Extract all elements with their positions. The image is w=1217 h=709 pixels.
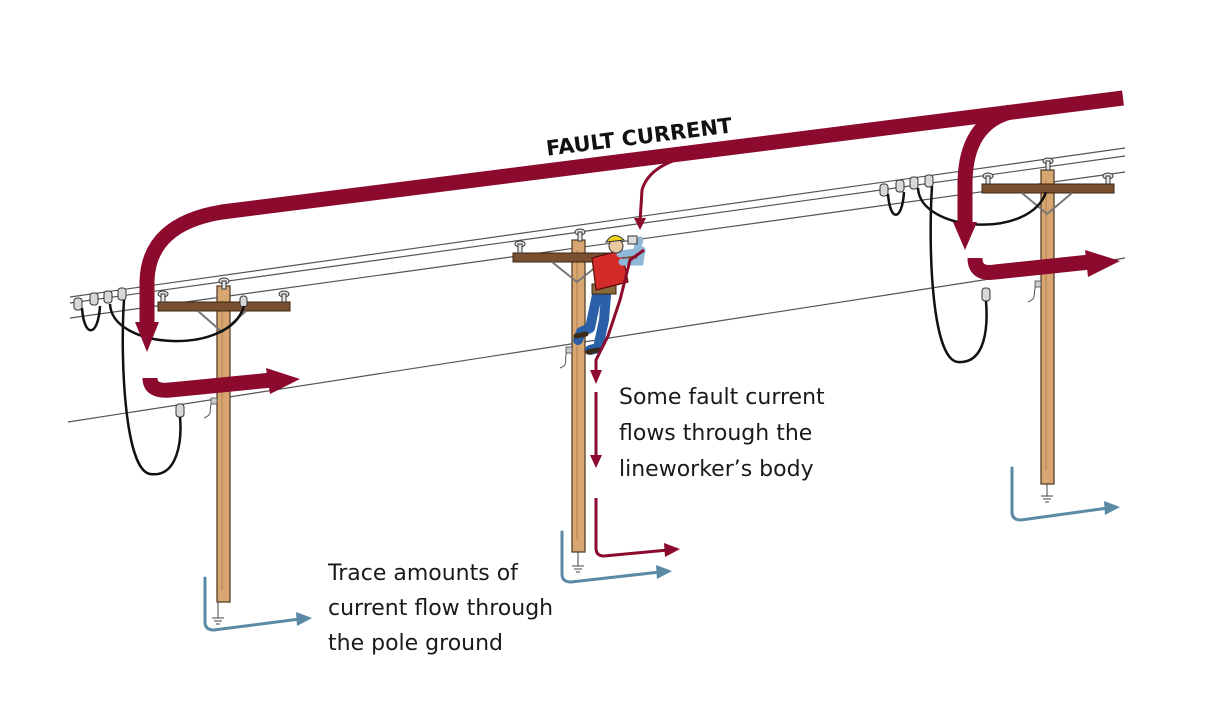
pole-right bbox=[879, 157, 1115, 503]
ground-caption-line-3: the pole ground bbox=[328, 631, 503, 656]
grounding-clamps-left bbox=[73, 287, 248, 418]
pole-right-shaft bbox=[1040, 169, 1055, 485]
grounding-clamps-right bbox=[879, 174, 991, 302]
hard-hat-icon bbox=[604, 235, 626, 243]
grounding-jumpers-left bbox=[80, 299, 246, 476]
conductor-middle bbox=[69, 171, 1126, 319]
ground-arrow-left bbox=[203, 576, 302, 632]
fault-current-body-path bbox=[590, 152, 701, 558]
conductor-top-2 bbox=[69, 155, 1126, 304]
ground-caption-line-1: Trace amounts of bbox=[327, 561, 519, 586]
insulator-icon bbox=[514, 228, 586, 254]
fault-current-branch-right bbox=[957, 104, 1013, 228]
body-current-caption: Some fault current flows through the lin… bbox=[619, 385, 825, 482]
fault-current-path bbox=[135, 90, 1124, 398]
conductor-top bbox=[69, 147, 1126, 298]
pole-middle-shaft bbox=[571, 239, 586, 553]
ground-arrow-middle bbox=[560, 530, 662, 584]
lineworker-figure bbox=[573, 235, 646, 355]
ground-arrow-right bbox=[1010, 466, 1110, 522]
insulator-icon bbox=[157, 277, 290, 303]
fault-current-main-arrow bbox=[139, 90, 1124, 330]
ground-current-caption: Trace amounts of current flow through th… bbox=[327, 561, 553, 656]
crossarm-right bbox=[981, 183, 1115, 194]
ground-current-arrows bbox=[203, 466, 1120, 632]
body-caption-line-1: Some fault current bbox=[619, 385, 825, 410]
insulator-icon bbox=[982, 157, 1114, 185]
grounding-jumpers-right bbox=[886, 185, 1048, 364]
crossarm-left bbox=[157, 301, 291, 312]
pole-middle bbox=[512, 228, 642, 573]
body-caption-line-2: flows through the bbox=[619, 421, 812, 446]
ground-caption-line-2: current flow through bbox=[328, 596, 553, 621]
lineworker-shirt bbox=[591, 249, 629, 291]
pole-left bbox=[73, 277, 291, 625]
body-caption-line-3: lineworker’s body bbox=[619, 457, 814, 482]
